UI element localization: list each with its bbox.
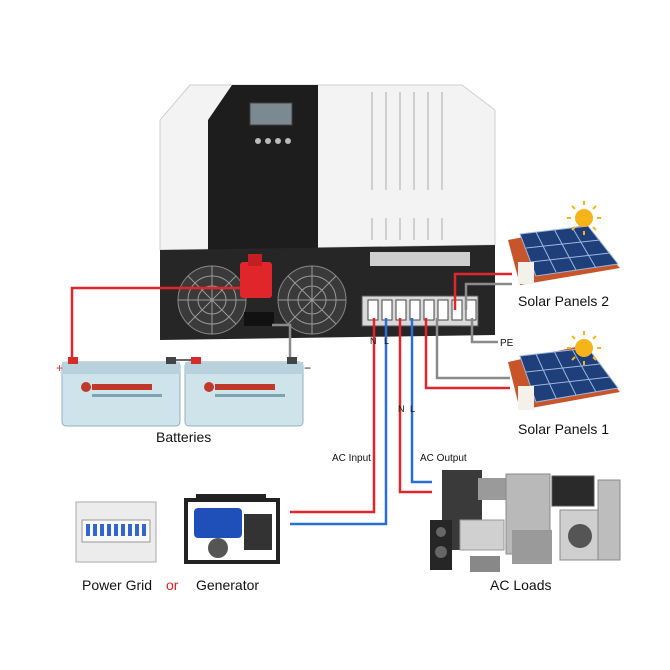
solar-panels-1 [508,331,620,410]
terminal-label-strip [370,252,470,266]
generator [184,494,280,564]
battery-1 [61,357,181,427]
solar1-negative-wire [435,318,510,380]
ac-output-l-wire [398,318,432,494]
battery-2 [184,357,304,427]
battery-negative-wire [272,323,292,370]
label-solar-panels-1: Solar Panels 1 [518,421,609,437]
lcd-screen [249,102,293,126]
battery-breaker [240,262,272,298]
label-n-right: N [398,404,405,414]
sun-icon [567,331,601,365]
label-l-right: L [410,404,415,414]
label-battery-plus: + [56,361,63,375]
solar2-negative-wire [464,282,512,310]
ac-input-l-wire [290,318,376,514]
ac-loads [430,470,621,572]
pe-wire [470,318,498,344]
solar2-positive-wire [453,272,512,310]
cooling-fan [277,265,347,335]
ac-input-n-wire [290,318,388,526]
cooling-fan [177,265,247,335]
power-grid-panel [75,501,157,563]
battery-terminal [244,312,274,326]
sun-icon [567,201,601,235]
label-batteries: Batteries [156,429,211,445]
label-ac-loads: AC Loads [490,577,551,593]
control-button [255,138,261,144]
label-l-left: L [384,336,389,346]
wires [70,272,512,526]
label-solar-panels-2: Solar Panels 2 [518,293,609,309]
inverter [159,84,496,340]
label-battery-minus: − [304,361,311,375]
label-or: or [166,577,179,593]
solar1-positive-wire [424,318,510,390]
control-button [275,138,281,144]
control-button [285,138,291,144]
label-ac-output: AC Output [420,453,467,464]
inverter-front-panel [208,85,318,250]
control-button [265,138,271,144]
label-ac-input: AC Input [332,453,371,464]
ac-output-n-wire [410,318,432,484]
vent-slots [371,92,443,240]
label-generator: Generator [196,577,259,593]
solar-panels-2 [508,201,620,285]
label-pe: PE [500,338,514,349]
label-n-left: N [370,336,377,346]
battery-positive-wire [70,286,256,372]
label-power-grid: Power Grid [82,577,152,593]
